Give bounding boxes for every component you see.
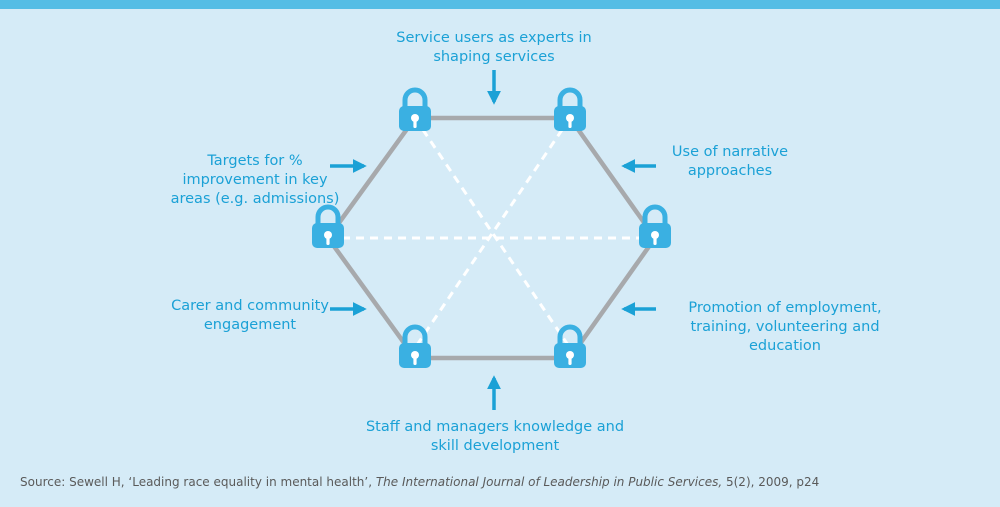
label-bottom-right-line-3: education [749, 338, 821, 354]
label-top: Service users as experts in shaping serv… [374, 29, 614, 67]
label-bottom-line-2: skill development [430, 438, 560, 454]
label-top-left-line-2: improvement in key [182, 172, 328, 188]
node-top-right-padlock-icon [554, 90, 586, 131]
label-top-line-2: shaping services [433, 49, 555, 65]
label-top-right-line-1: Use of narrative [671, 144, 789, 160]
label-bottom-left: Carer and community engagement [150, 297, 350, 335]
top-accent-bar [0, 0, 1000, 9]
node-bottom-right-padlock-icon [554, 327, 586, 368]
node-bottom-left-padlock-icon [399, 327, 431, 368]
label-bottom-line-1: Staff and managers knowledge and [365, 419, 625, 435]
node-left-padlock-icon [312, 207, 344, 248]
label-bottom-right-line-2: training, volunteering and [690, 319, 880, 335]
label-top-left-line-1: Targets for % [207, 153, 303, 169]
source-prefix: Source: Sewell H, ‘Leading race equality… [20, 475, 376, 489]
label-top-left: Targets for % improvement in key areas (… [150, 152, 360, 209]
source-citation: Source: Sewell H, ‘Leading race equality… [20, 475, 819, 489]
label-top-line-1: Service users as experts in [396, 30, 592, 46]
label-top-left-line-3: areas (e.g. admissions) [170, 191, 340, 207]
source-suffix: 5(2), 2009, p24 [722, 475, 820, 489]
label-bottom: Staff and managers knowledge and skill d… [345, 418, 645, 456]
label-bottom-left-line-2: engagement [203, 317, 297, 333]
label-bottom-left-line-1: Carer and community [171, 298, 329, 314]
spoke-diagonal-b [413, 117, 572, 349]
source-journal: The International Journal of Leadership … [375, 475, 723, 489]
label-bottom-right-line-1: Promotion of employment, [688, 300, 882, 316]
label-top-right-line-2: approaches [687, 163, 773, 179]
node-right-padlock-icon [639, 207, 671, 248]
node-top-left-padlock-icon [399, 90, 431, 131]
spoke-diagonal-a [413, 117, 572, 349]
label-top-right: Use of narrative approaches [640, 143, 820, 181]
label-bottom-right: Promotion of employment, training, volun… [665, 299, 905, 356]
spokes [328, 117, 655, 349]
